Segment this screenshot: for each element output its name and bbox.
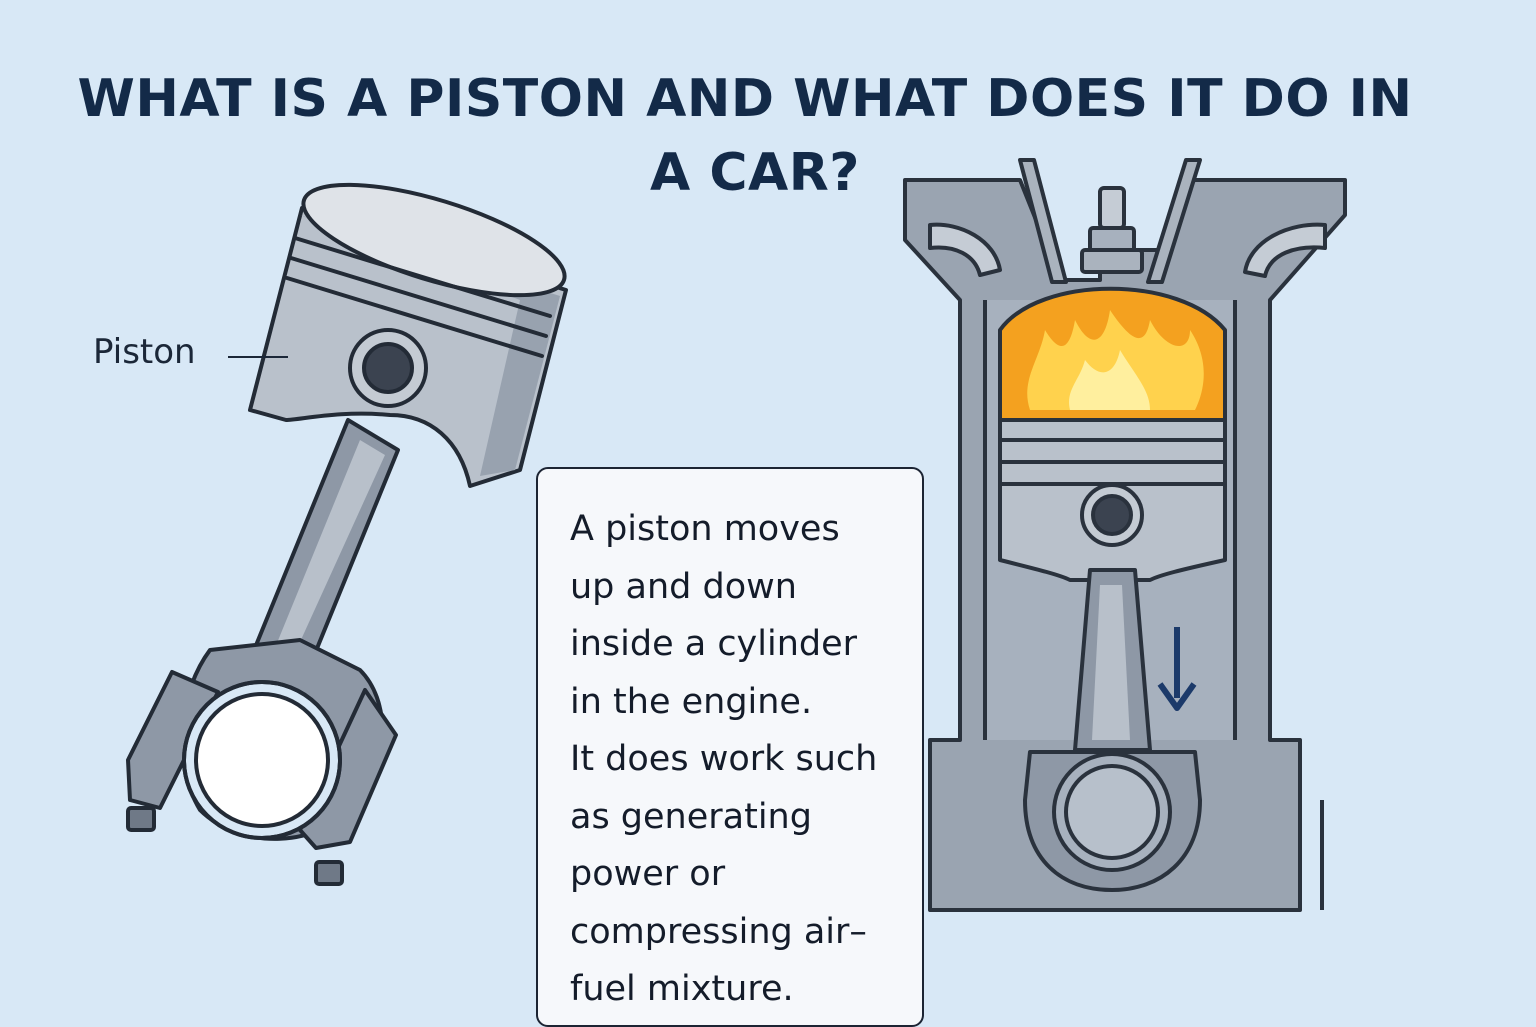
explanation-line: compressing air–: [570, 911, 867, 952]
title-line-2: A CAR?: [650, 143, 860, 203]
explanation-line: as generating: [570, 796, 812, 837]
explanation-line: in the engine.: [570, 681, 813, 722]
explanation-line: fuel mixture.: [570, 969, 794, 1009]
page-title: WHAT IS A PISTON AND WHAT DOES IT DO IN …: [0, 62, 1490, 210]
explanation-line: power or: [570, 854, 726, 894]
explanation-line: It does work such: [570, 739, 878, 779]
flame: [1027, 310, 1204, 410]
piston-illustration: [126, 182, 568, 886]
spark-plug: [1098, 186, 1126, 230]
explanation-box: A piston moves up and down inside a cyli…: [536, 467, 924, 1027]
explanation-line: A piston moves: [570, 509, 840, 549]
arrow-down-icon: [1157, 627, 1197, 711]
explanation-line: inside a cylinder: [570, 624, 858, 664]
title-line-1: WHAT IS A PISTON AND WHAT DOES IT DO IN: [77, 69, 1413, 129]
piston-callout-line: [228, 356, 288, 358]
explanation-line: up and down: [570, 566, 797, 607]
piston-callout-label: Piston: [93, 332, 196, 372]
